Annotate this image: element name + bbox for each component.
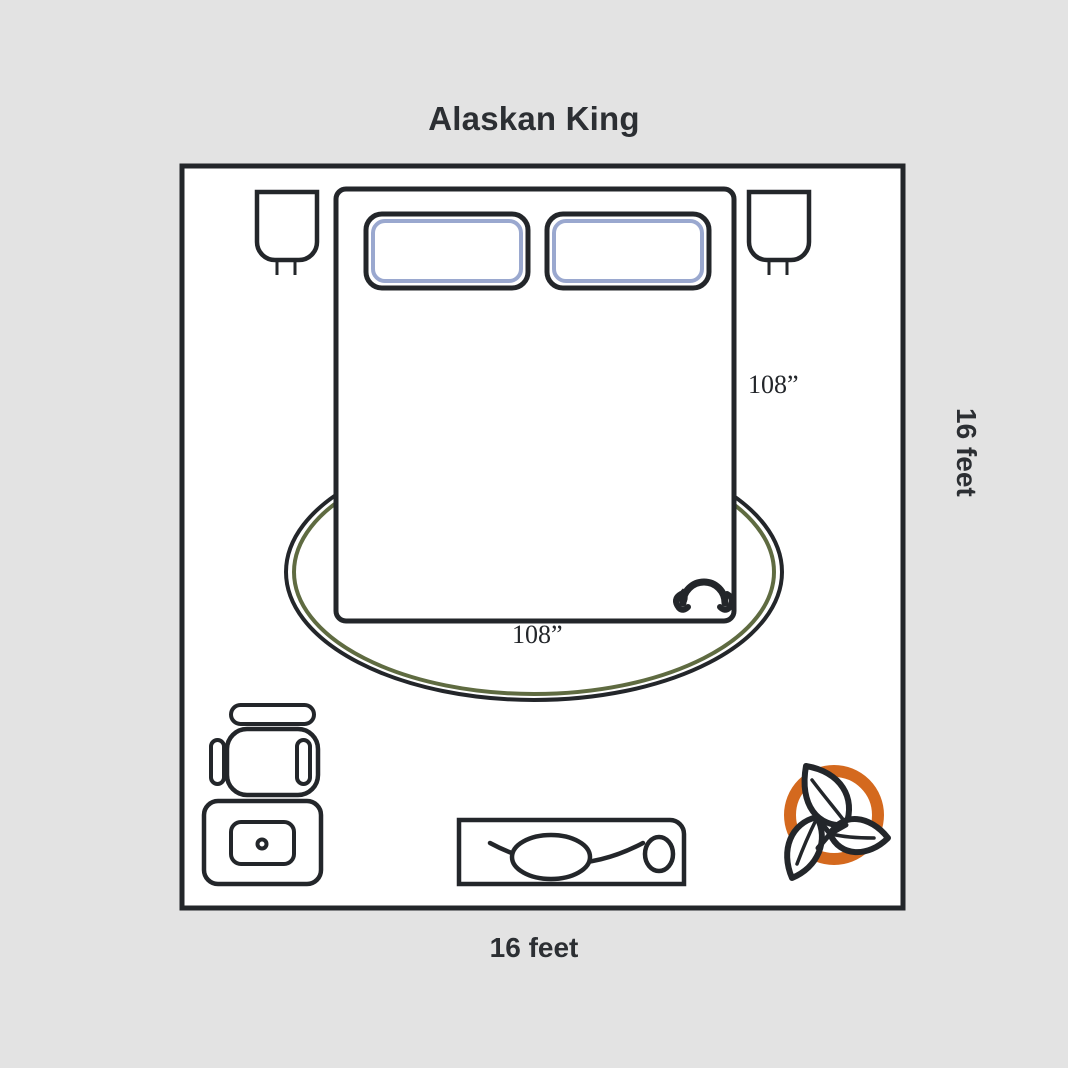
room-height-label: 16 feet	[951, 408, 982, 497]
bed-mattress	[333, 186, 737, 624]
pillow-right-inner	[552, 219, 704, 283]
nightstand-left-body	[254, 189, 320, 263]
armchair[interactable]	[209, 703, 321, 798]
pillow-left	[363, 211, 531, 291]
nightstand-left[interactable]	[254, 189, 320, 275]
folded-blanket-icon	[673, 578, 735, 613]
plant-leaf-lower-vein	[795, 818, 818, 866]
armchair-headrest	[229, 703, 316, 726]
pillow-right	[544, 211, 712, 291]
desk[interactable]	[201, 798, 324, 887]
desk-drawer-knob	[255, 837, 269, 851]
dresser[interactable]	[456, 817, 687, 887]
bed[interactable]	[333, 186, 737, 624]
pillow-left-inner	[371, 219, 523, 283]
potted-plant[interactable]	[784, 763, 891, 881]
plant-pot-ring	[784, 765, 884, 865]
armchair-armrest-right	[295, 738, 312, 786]
nightstand-right[interactable]	[746, 189, 812, 275]
dresser-vase	[642, 834, 676, 874]
page-title: Alaskan King	[428, 100, 640, 137]
armchair-armrest-left	[209, 738, 226, 786]
nightstand-right-body	[746, 189, 812, 263]
dresser-bowl	[509, 832, 593, 882]
bed-length-dimension-label: 108”	[512, 620, 563, 649]
bed-width-dimension-label: 108”	[748, 370, 799, 399]
plant-stem	[814, 814, 849, 851]
room-width-label: 16 feet	[489, 932, 579, 963]
plant-leaf-right-vein	[830, 832, 876, 840]
